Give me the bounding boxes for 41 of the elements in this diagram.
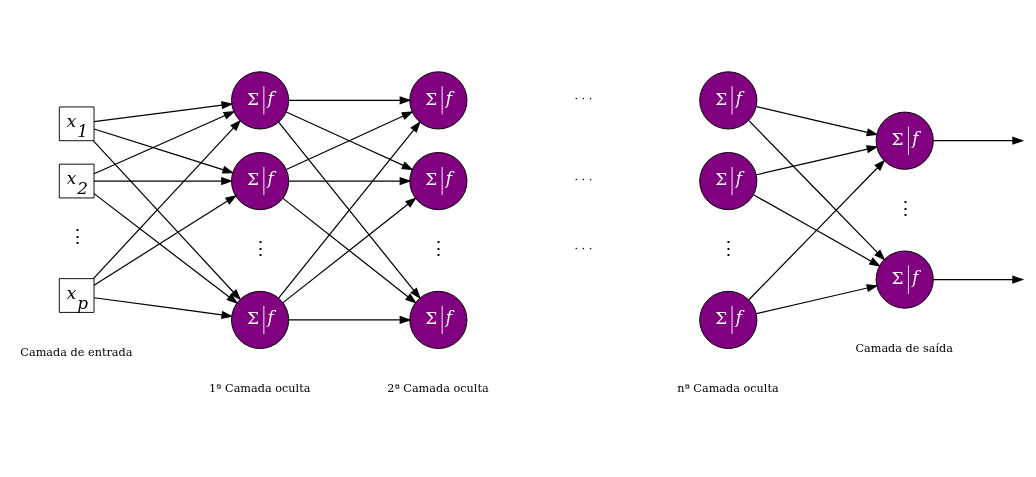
arrow <box>755 144 879 175</box>
arrow <box>288 315 412 324</box>
arrow <box>93 127 235 174</box>
arrow <box>748 159 886 300</box>
arrow <box>288 95 412 104</box>
label: nª Camada oculta <box>677 381 779 395</box>
arrow <box>755 283 879 314</box>
label: ⋮ <box>429 237 449 259</box>
arrow <box>285 110 414 170</box>
label: · · · <box>574 92 593 106</box>
label: 1ª Camada oculta <box>208 381 311 395</box>
label: ⋮ <box>67 225 87 247</box>
label: ⋮ <box>895 197 915 219</box>
arrow <box>748 119 886 261</box>
node-circle: Σ f <box>409 70 468 129</box>
arrow <box>932 274 1025 284</box>
arrow <box>288 176 412 185</box>
label: Camada de saída <box>855 341 954 355</box>
label: · · · <box>574 173 593 187</box>
arrow <box>93 296 234 319</box>
node-circle: Σ f <box>699 70 758 129</box>
arrow <box>932 136 1025 145</box>
label: ⋮ <box>719 237 739 259</box>
label: Camada de entrada <box>20 345 133 359</box>
arrow <box>93 176 234 185</box>
arrow <box>755 105 879 136</box>
arrow <box>93 192 239 304</box>
arrow <box>752 193 882 267</box>
arrow <box>93 100 234 122</box>
label: · · · <box>574 242 593 256</box>
label: 2ª Camada oculta <box>387 381 489 395</box>
node-circle: Σ f <box>231 151 290 210</box>
arrow <box>93 110 236 174</box>
node-circle: Σ f <box>699 290 758 349</box>
node-circle: Σ f <box>409 151 468 210</box>
arrow <box>93 194 238 286</box>
label: ⋮ <box>251 237 271 259</box>
arrow <box>92 119 242 279</box>
arrow <box>92 139 242 301</box>
node-circle: Σ f <box>699 151 758 210</box>
node-circle: Σ f <box>409 290 468 349</box>
